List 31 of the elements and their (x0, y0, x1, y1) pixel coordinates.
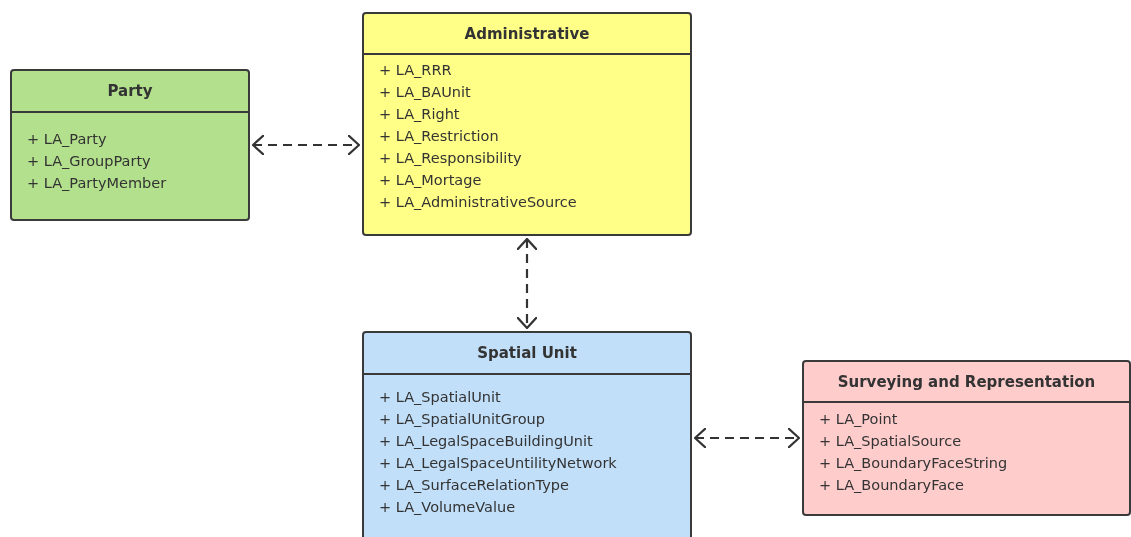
class-member: + LA_SpatialUnitGroup (379, 410, 545, 429)
class-member: + LA_Restriction (379, 127, 499, 146)
class-member: + LA_SpatialUnit (379, 388, 501, 407)
class-member: + LA_Responsibility (379, 149, 522, 168)
class-member: + LA_LegalSpaceUntilityNetwork (379, 454, 617, 473)
class-member: + LA_LegalSpaceBuildingUnit (379, 432, 593, 451)
class-member: + LA_RRR (379, 61, 452, 80)
class-member: + LA_BoundaryFaceString (819, 454, 1008, 473)
class-box (362, 12, 692, 236)
class-member: + LA_AdministrativeSource (379, 193, 577, 212)
class-member: + LA_Party (27, 130, 107, 149)
dashed-arrow (515, 237, 539, 330)
class-member: + LA_PartyMember (27, 174, 167, 193)
class-member: + LA_Right (379, 105, 460, 124)
class-member: + LA_Mortage (379, 171, 482, 190)
class-member: + LA_BoundaryFace (819, 476, 964, 495)
class-member: + LA_BAUnit (379, 83, 471, 102)
dashed-arrow (251, 133, 361, 157)
class-box (10, 69, 250, 221)
class-member: + LA_SpatialSource (819, 432, 962, 451)
class-member: + LA_Point (819, 410, 898, 429)
class-member: + LA_SurfaceRelationType (379, 476, 569, 495)
class-title: Spatial Unit (364, 333, 690, 375)
class-title: Administrative (364, 14, 690, 55)
dashed-arrow (693, 426, 801, 450)
class-title: Surveying and Representation (804, 362, 1129, 403)
class-member: + LA_VolumeValue (379, 498, 516, 517)
class-title: Party (12, 71, 248, 113)
class-box (802, 360, 1131, 516)
class-box (362, 331, 692, 537)
class-member: + LA_GroupParty (27, 152, 151, 171)
